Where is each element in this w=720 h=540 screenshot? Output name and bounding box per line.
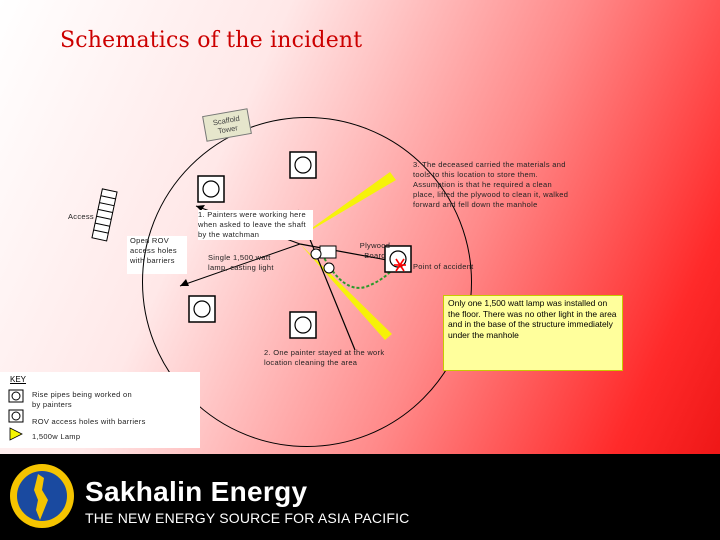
brand-tagline: THE NEW ENERGY SOURCE FOR ASIA PACIFIC	[85, 510, 410, 526]
sakhalin-logo-icon	[10, 464, 74, 528]
painter-stayed-note: 2. One painter stayed at the work locati…	[264, 348, 385, 367]
deceased-note: 3. The deceased carried the materials an…	[413, 160, 569, 209]
key-item-lamp: 1,500w Lamp	[32, 432, 81, 441]
open-rov-label: Open ROV access holes with barriers	[130, 236, 177, 265]
shaft-outline	[142, 117, 472, 447]
footer-banner	[0, 454, 720, 540]
key-item-riser: Rise pipes being worked on by painters	[32, 390, 132, 409]
access-ladder	[91, 188, 118, 242]
point-of-accident-label: Point of accident	[413, 262, 474, 271]
lamp-info-note: Only one 1,500 watt lamp was installed o…	[443, 295, 623, 371]
key-icons	[8, 389, 24, 441]
slide-title: Schematics of the incident	[60, 28, 363, 53]
access-label: Access	[68, 212, 94, 221]
key-panel	[0, 372, 200, 448]
plywood-label: Plywood Board	[359, 241, 391, 260]
key-title: KEY	[10, 375, 27, 384]
lamp-icon	[9, 427, 23, 441]
painters-note: 1. Painters were working here when asked…	[198, 210, 313, 240]
key-item-rov: ROV access holes with barriers	[32, 417, 146, 426]
brand-name: Sakhalin Energy	[85, 476, 308, 507]
riser-pipe-icon	[8, 389, 24, 403]
lamp-note: Single 1,500 watt lamp, casting light	[208, 253, 274, 272]
scaffold-label: Scaffold Tower	[212, 113, 241, 136]
rov-hole-icon	[8, 409, 24, 423]
